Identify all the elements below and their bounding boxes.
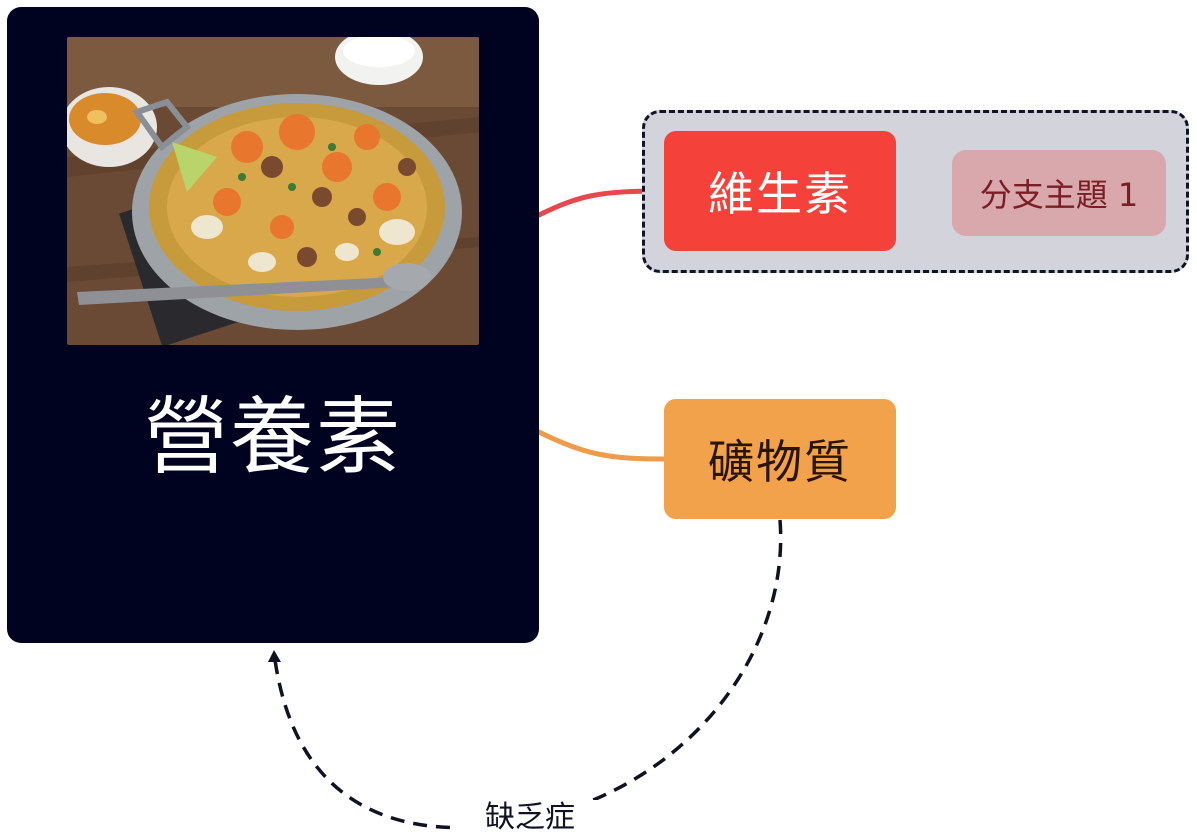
subtopic-1[interactable]: 分支主題 1 [952,150,1166,236]
relationship-arrowhead [268,650,281,662]
main-topic-mineral[interactable]: 礦物質 [664,399,896,519]
topic-image [67,37,479,345]
main-topic-vitamin[interactable]: 維生素 [664,131,896,251]
relationship-line[interactable] [273,519,783,830]
main-topic-vitamin-label: 維生素 [708,167,852,221]
subtopic-1-label: 分支主題 1 [979,176,1139,214]
relationship-label[interactable]: 缺乏症 [455,800,605,836]
central-topic-title: 營養素 [143,388,402,486]
paella-photo [67,37,479,345]
connector-central-to-mineral [536,429,667,462]
main-topic-mineral-label: 礦物質 [708,435,852,489]
central-topic[interactable]: 營養素 [7,7,539,643]
